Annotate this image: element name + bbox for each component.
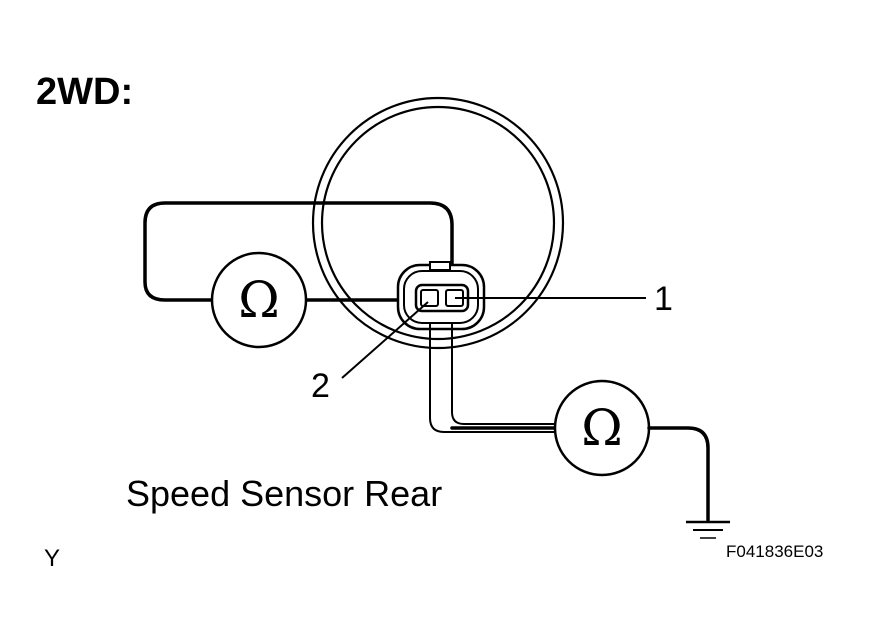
connector-latch	[429, 261, 451, 271]
sensor-outer-ring	[311, 96, 565, 350]
ground-icon	[686, 520, 730, 539]
ohm-icon: Ω	[238, 271, 279, 329]
ohm-icon: Ω	[581, 399, 622, 457]
corner-mark: Y	[44, 545, 60, 572]
ohmmeter-left-body	[210, 251, 308, 349]
figure-code: F041836E03	[726, 542, 823, 561]
sensor-connector	[396, 261, 486, 331]
terminal-2	[420, 289, 439, 307]
sensor-inner-ring	[320, 105, 556, 341]
sensor-harness-left	[429, 322, 556, 433]
ohmmeter-right: Ω	[553, 379, 651, 477]
pin2-label: 2	[311, 367, 330, 405]
left-meter-wire-top	[143, 201, 454, 302]
speed-sensor-rear	[311, 96, 565, 350]
pin2-leader	[341, 301, 429, 379]
pin1-label: 1	[654, 280, 673, 318]
ohmmeter-left: Ω	[210, 251, 308, 349]
sensor-harness-right	[451, 322, 556, 425]
diagram-title: 2WD:	[36, 71, 133, 113]
sensor-caption: Speed Sensor Rear	[126, 473, 442, 514]
ground-wire	[647, 426, 710, 522]
